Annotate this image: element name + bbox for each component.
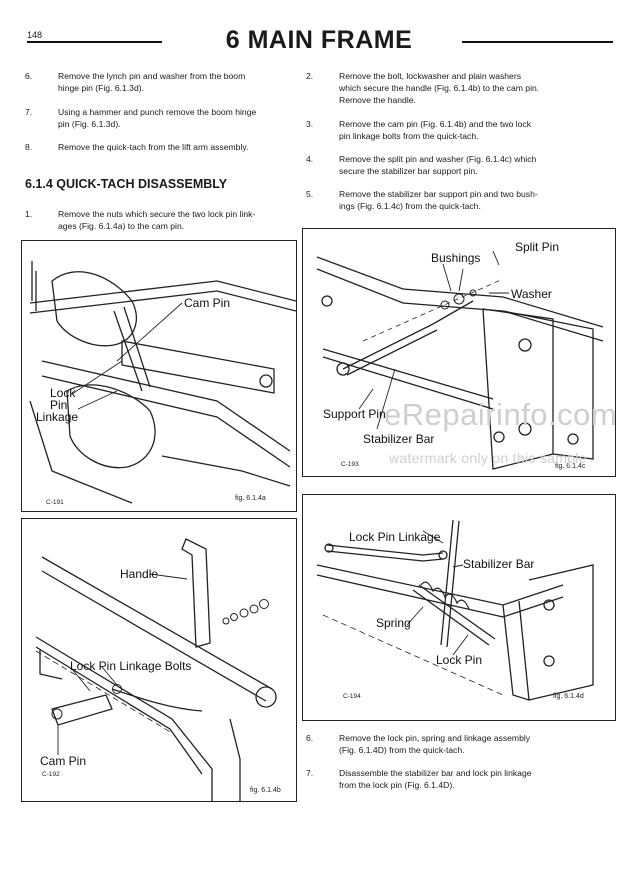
figure-code: C-193: [341, 461, 359, 468]
figure-caption: fig. 6.1.4b: [250, 787, 281, 794]
figure-code: C-192: [42, 771, 60, 778]
figure-code: C-194: [343, 693, 361, 700]
figure-caption: fig. 6.1.4d: [553, 693, 584, 700]
label-cam-pin: Cam Pin: [40, 754, 87, 768]
label-spring: Spring: [376, 616, 411, 630]
figure-caption: fig. 6.1.4a: [235, 495, 266, 502]
label-stabilizer-bar: Stabilizer Bar: [363, 432, 435, 446]
figure-6-1-4a: Cam Pin Lock Pin Linkage C-191 fig. 6.1.…: [21, 240, 297, 512]
section-heading: 6.1.4 QUICK-TACH DISASSEMBLY: [25, 177, 228, 191]
label-cam-pin: Cam Pin: [184, 296, 231, 310]
figure-d-drawing: [316, 519, 594, 701]
step-4-remove-split-pin: 4. Remove the split pin and washer (Fig.…: [306, 154, 537, 176]
label-split-pin: Split Pin: [515, 240, 560, 254]
label-lock-pin: Lock Pin: [436, 653, 483, 667]
step-7-disassemble-stabilizer-bar: 7. Disassemble the stabilizer bar and lo…: [306, 768, 532, 790]
label-bushings: Bushings: [431, 251, 481, 265]
figure-6-1-4d: Lock Pin Linkage Stabilizer Bar Spring L…: [302, 494, 616, 721]
step-7-remove-boom-hinge-pin: 7. Using a hammer and punch remove the b…: [25, 107, 257, 129]
step-8-remove-quick-tach: 8. Remove the quick-tach from the lift a…: [25, 142, 249, 152]
figure-b-drawing: [35, 538, 277, 801]
step-2-remove-bolt: 2. Remove the bolt, lockwasher and plain…: [306, 71, 540, 105]
step-1-remove-nuts: 1. Remove the nuts which secure the two …: [25, 209, 256, 231]
step-3-remove-cam-pin: 3. Remove the cam pin (Fig. 6.1.4b) and …: [306, 119, 532, 141]
figure-6-1-4c: Split Pin Bushings Washer Support Pin St…: [302, 228, 616, 477]
label-pin: Pin: [50, 398, 68, 412]
header-rule-left: [27, 41, 162, 43]
header-rule-right: [462, 41, 613, 43]
figure-6-1-4b: Handle Lock Pin Linkage Bolts Cam Pin C-…: [21, 518, 297, 802]
label-lock-pin-linkage: Lock Pin Linkage: [349, 530, 441, 544]
figure-code: C-191: [46, 499, 64, 506]
page-title: 6 MAIN FRAME: [225, 26, 413, 54]
label-linkage: Linkage: [36, 410, 79, 424]
step-6-remove-lynch-pin: 6. Remove the lynch pin and washer from …: [25, 71, 246, 93]
label-support-pin: Support Pin: [323, 407, 386, 421]
step-6-remove-lock-pin: 6. Remove the lock pin, spring and linka…: [306, 733, 531, 755]
watermark-brand: eRepairinfo.com: [384, 397, 618, 432]
step-5-remove-support-pin: 5. Remove the stabilizer bar support pin…: [306, 189, 538, 211]
label-handle: Handle: [120, 567, 159, 581]
figure-caption: fig. 6.1.4c: [555, 463, 586, 470]
figure-c-drawing: [316, 250, 604, 470]
watermark-note: watermark only on this sample: [389, 450, 587, 466]
figure-a-drawing: [29, 261, 296, 504]
label-washer: Washer: [511, 287, 552, 301]
label-lock: Lock: [50, 386, 76, 400]
label-stabilizer-bar: Stabilizer Bar: [463, 557, 535, 571]
label-lock-pin-linkage-bolts: Lock Pin Linkage Bolts: [70, 659, 192, 673]
page-number: 148: [27, 30, 43, 40]
